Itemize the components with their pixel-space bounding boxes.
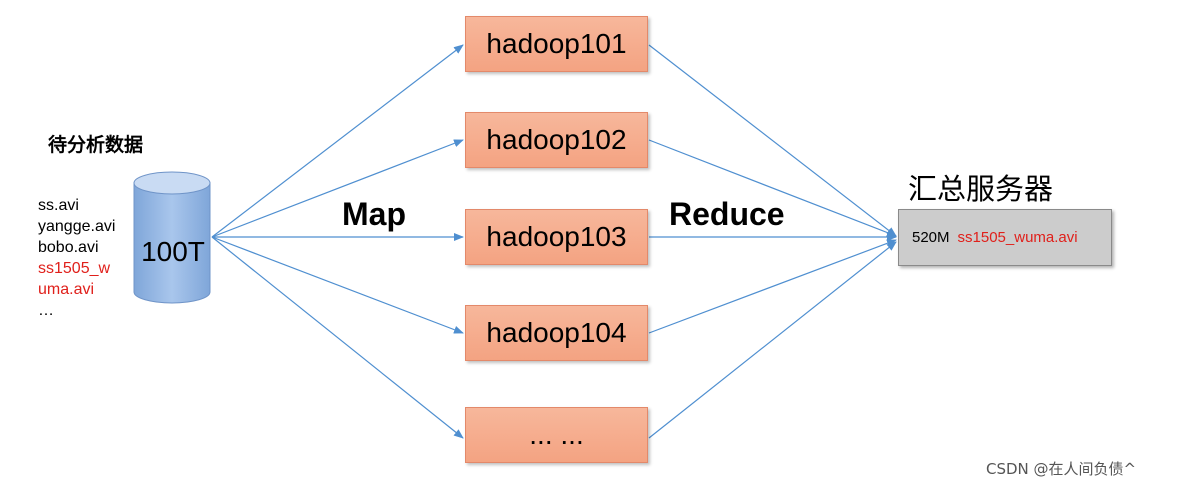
result-size: 520M — [912, 229, 950, 246]
node-hadoop101: hadoop101 — [465, 16, 648, 72]
file-item: yangge.avi — [38, 218, 116, 235]
highlighted-file-item: ss1505_w — [38, 260, 111, 277]
source-title: 待分析数据 — [48, 134, 144, 156]
result-file: ss1505_wuma.avi — [957, 229, 1078, 246]
more-files-ellipsis: … — [38, 302, 54, 319]
map-phase-label: Map — [342, 196, 406, 232]
reduce-arrow-5 — [648, 241, 897, 439]
file-list: ss.avi yangge.avi bobo.avi ss1505_w uma.… — [38, 195, 115, 321]
map-arrow-5 — [211, 236, 464, 439]
server-title: 汇总服务器 — [908, 172, 1054, 206]
node-more: ... ... — [465, 407, 648, 463]
highlighted-file-item: uma.avi — [38, 281, 95, 298]
map-arrow-1 — [211, 44, 464, 238]
node-hadoop102: hadoop102 — [465, 112, 648, 168]
node-hadoop104: hadoop104 — [465, 305, 648, 361]
watermark: CSDN @在人间负债^ — [986, 460, 1137, 478]
reduce-arrow-4 — [648, 239, 897, 334]
map-arrow-4 — [211, 236, 464, 334]
map-arrow-2 — [211, 139, 464, 238]
database-size-label: 100T — [141, 236, 205, 267]
node-hadoop103: hadoop103 — [465, 209, 648, 265]
reduce-arrow-1 — [648, 44, 897, 237]
server-box: 520M ss1505_wuma.avi — [898, 209, 1112, 266]
reduce-arrow-2 — [648, 139, 897, 237]
file-item: bobo.avi — [38, 239, 99, 256]
database-icon — [133, 171, 211, 304]
reduce-phase-label: Reduce — [669, 196, 785, 232]
file-item: ss.avi — [38, 197, 79, 214]
